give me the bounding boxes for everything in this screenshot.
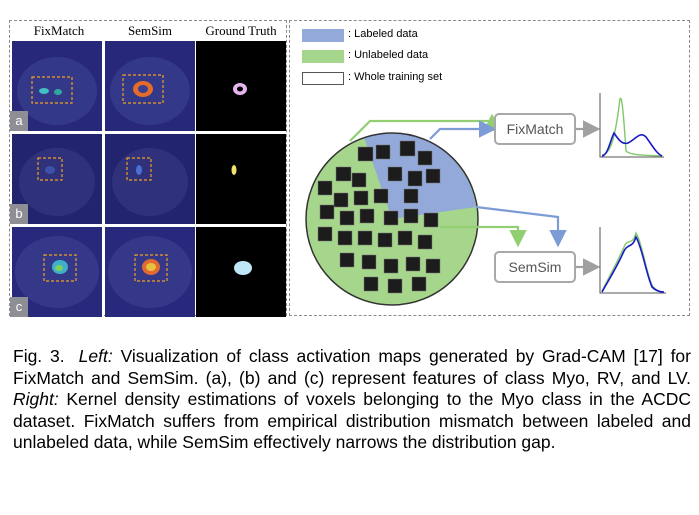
figure-caption: Fig. 3. Left: Visualization of class acti…	[13, 346, 691, 454]
arrow-unlabeled-to-fixmatch	[349, 113, 501, 142]
cam-fixmatch-c	[12, 227, 102, 317]
dataset-circle	[305, 132, 479, 306]
legend-swatch-unlabeled	[302, 50, 344, 63]
arrow-unlabeled-to-semsim	[440, 225, 527, 248]
header-ground-truth: Ground Truth	[205, 23, 277, 38]
legend-label-whole: : Whole training set	[348, 71, 443, 83]
kde-plot-semsim	[599, 227, 666, 294]
cam-semsim-b	[105, 134, 195, 224]
legend-swatch-labeled	[302, 29, 344, 42]
pipeline-diagram	[305, 93, 666, 306]
semsim-node: SemSim	[494, 251, 576, 283]
caption-label: Fig. 3.	[13, 346, 65, 366]
gt-a	[196, 41, 286, 131]
arrow-labeled-to-semsim	[475, 205, 567, 248]
gt-b	[196, 134, 286, 224]
cam-panel: FixMatch SemSim Ground Truth a	[9, 20, 287, 317]
caption-right-label: Right:	[13, 389, 59, 409]
legend-label-labeled: : Labeled data	[348, 28, 418, 40]
row-label-c: c	[10, 297, 28, 317]
kde-panel: : Labeled data : Unlabeled data : Whole …	[289, 20, 690, 316]
figure: FixMatch SemSim Ground Truth a	[9, 20, 691, 318]
caption-left-text: Visualization of class activation maps g…	[13, 346, 691, 388]
fixmatch-node: FixMatch	[494, 113, 576, 145]
caption-left-label: Left:	[78, 346, 113, 366]
row-label-a: a	[10, 111, 28, 131]
caption-right-text: Kernel density estimations of voxels bel…	[13, 389, 691, 452]
cam-semsim-c	[105, 227, 195, 317]
header-fixmatch: FixMatch	[33, 23, 85, 38]
kde-plot-fixmatch	[599, 93, 664, 158]
arrow-labeled-to-fixmatch	[429, 120, 497, 140]
legend-swatch-whole	[302, 72, 344, 85]
cam-semsim-a	[105, 41, 195, 131]
row-label-b: b	[10, 204, 28, 224]
legend-label-unlabeled: : Unlabeled data	[348, 49, 429, 61]
gt-c	[196, 227, 286, 317]
header-semsim: SemSim	[127, 23, 173, 38]
